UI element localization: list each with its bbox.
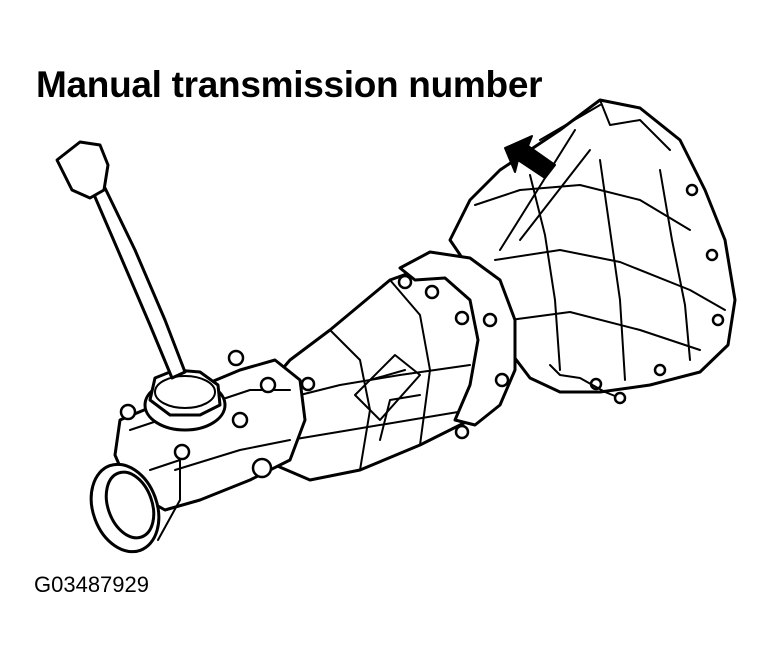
bell-housing bbox=[448, 98, 737, 405]
shift-lever bbox=[55, 140, 187, 380]
case-flange bbox=[300, 250, 517, 440]
output-flange bbox=[89, 459, 181, 554]
figure-code: G03487929 bbox=[34, 572, 149, 597]
arrow-icon bbox=[504, 135, 556, 179]
shift-boot bbox=[143, 368, 227, 432]
extension-housing bbox=[113, 349, 307, 512]
diagram-title: Manual transmission number bbox=[36, 64, 543, 105]
